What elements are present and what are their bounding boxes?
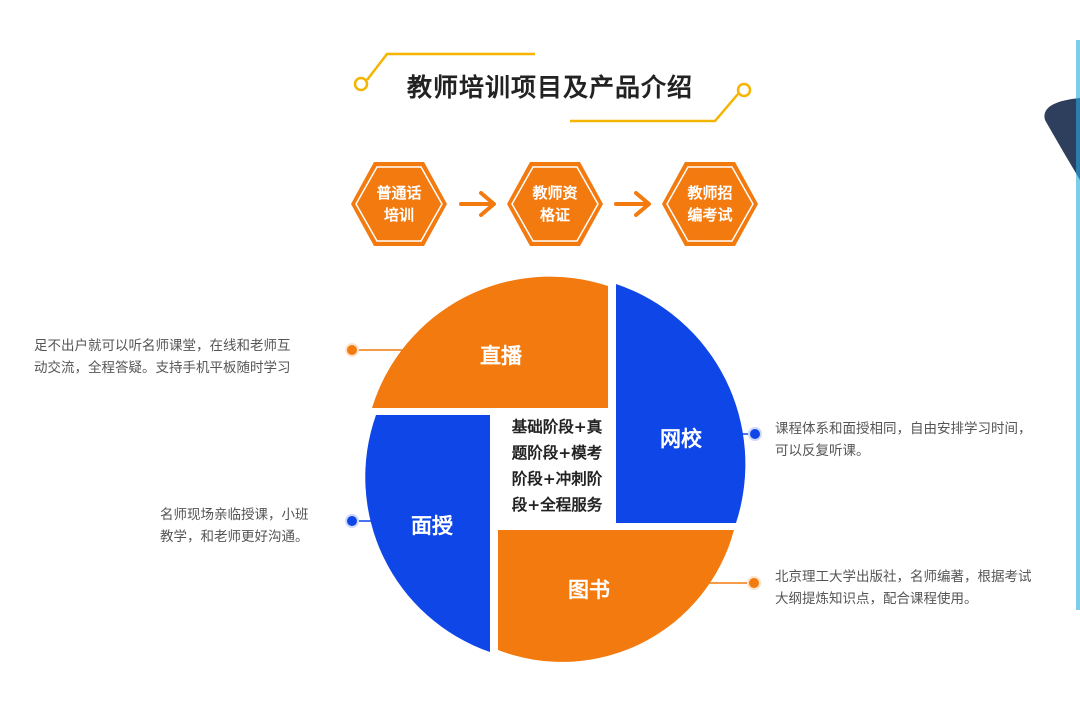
quadrant-face [365, 415, 490, 652]
title-decoration-right [570, 82, 752, 123]
connector-dot-face [345, 514, 359, 528]
step-hexagon-teacher-cert: 教师资格证 [505, 160, 605, 248]
step-label: 普通话培训 [376, 184, 422, 224]
step-hexagon-putonghua: 普通话培训 [349, 160, 449, 248]
description-live: 足不出户就可以听名师课堂，在线和老师互 动交流，全程答疑。支持手机平板随时学习 [34, 338, 291, 376]
quadrant-label-books: 图书 [568, 578, 610, 602]
description-online: 课程体系和面授相同，自由安排学习时间， 可以反复听课。 [775, 421, 1032, 459]
step-label: 教师资格证 [532, 184, 578, 224]
quadrant-online [616, 284, 746, 523]
step-hexagon-teacher-recruit: 教师招编考试 [660, 160, 760, 248]
edge-leaf-decoration [1044, 40, 1080, 610]
quadrant-label-live: 直播 [480, 344, 522, 368]
description-books: 北京理工大学出版社，名师编著，根据考试 大纲提炼知识点，配合课程使用。 [775, 569, 1032, 607]
step-label: 教师招编考试 [687, 184, 733, 224]
quadrant-books [498, 530, 734, 662]
page-title: 教师培训项目及产品介绍 [406, 73, 693, 102]
hexagon-shape [351, 162, 447, 246]
connector-dot-books [747, 576, 761, 590]
quadrant-label-online: 网校 [660, 427, 702, 451]
quadrant-label-face: 面授 [411, 514, 453, 538]
title-decoration-left [353, 52, 535, 92]
hexagon-shape [662, 162, 758, 246]
arrow-right-icon [614, 191, 651, 217]
hexagon-shape [507, 162, 603, 246]
center-stage-text: 基础阶段+真 题阶段+模考 阶段+冲刺阶 段+全程服务 [511, 418, 603, 514]
quadrant-live [372, 276, 608, 408]
arrow-right-icon [459, 191, 496, 217]
description-face: 名师现场亲临授课，小班 教学，和老师更好沟通。 [160, 507, 309, 545]
connector-dot-online [748, 427, 762, 441]
connector-dot-live [345, 343, 359, 357]
